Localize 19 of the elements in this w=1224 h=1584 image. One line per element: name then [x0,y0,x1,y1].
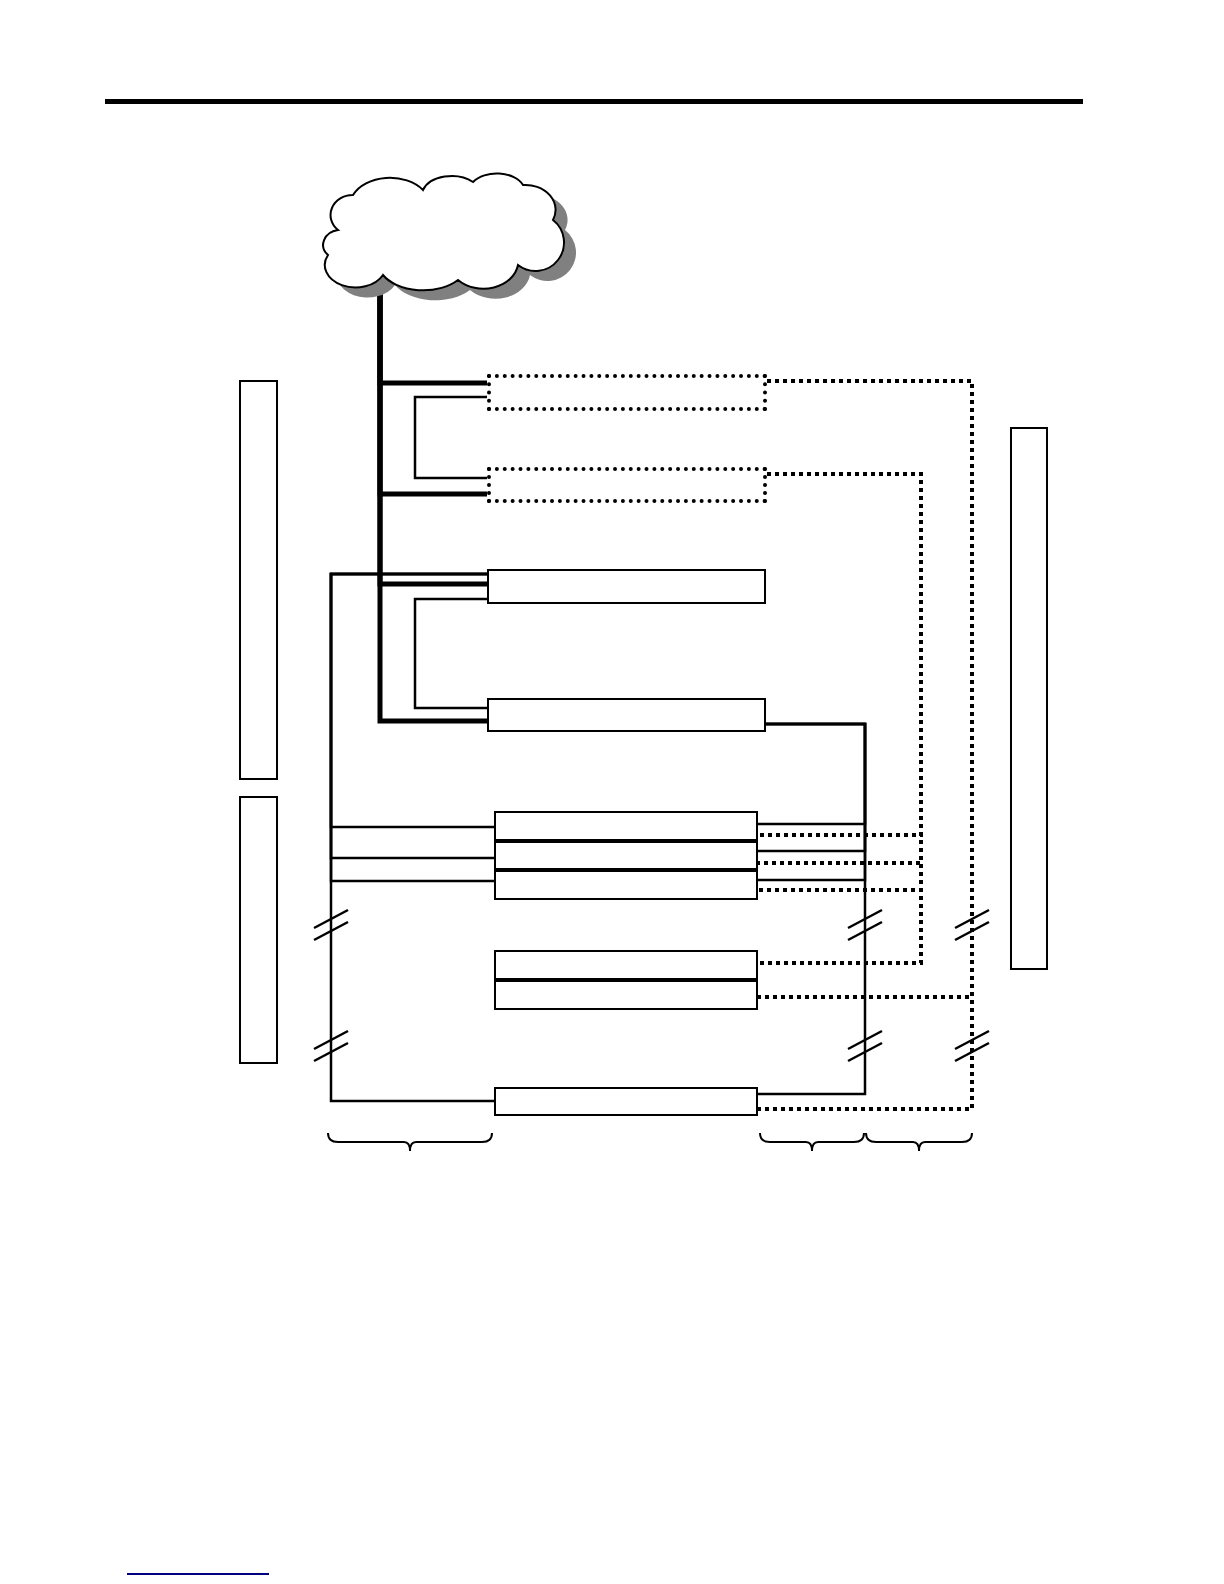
dashed-box [487,467,767,503]
device-box [494,980,758,1010]
bracket-bar [239,796,278,1064]
bracket-bar [1010,427,1048,970]
device-box [494,1087,758,1116]
connector-line [413,395,487,480]
dashed-box [487,374,767,411]
device-box [494,950,758,980]
device-box [494,841,758,870]
connector-line [413,597,487,710]
device-box [487,698,766,732]
connector-line [329,572,494,1103]
connector-line [377,293,487,724]
device-box [494,870,758,900]
dotted-connector [758,379,974,1111]
device-box [494,811,758,841]
bracket-bar [239,380,278,780]
device-box [487,569,766,604]
connector-line [758,722,867,1096]
